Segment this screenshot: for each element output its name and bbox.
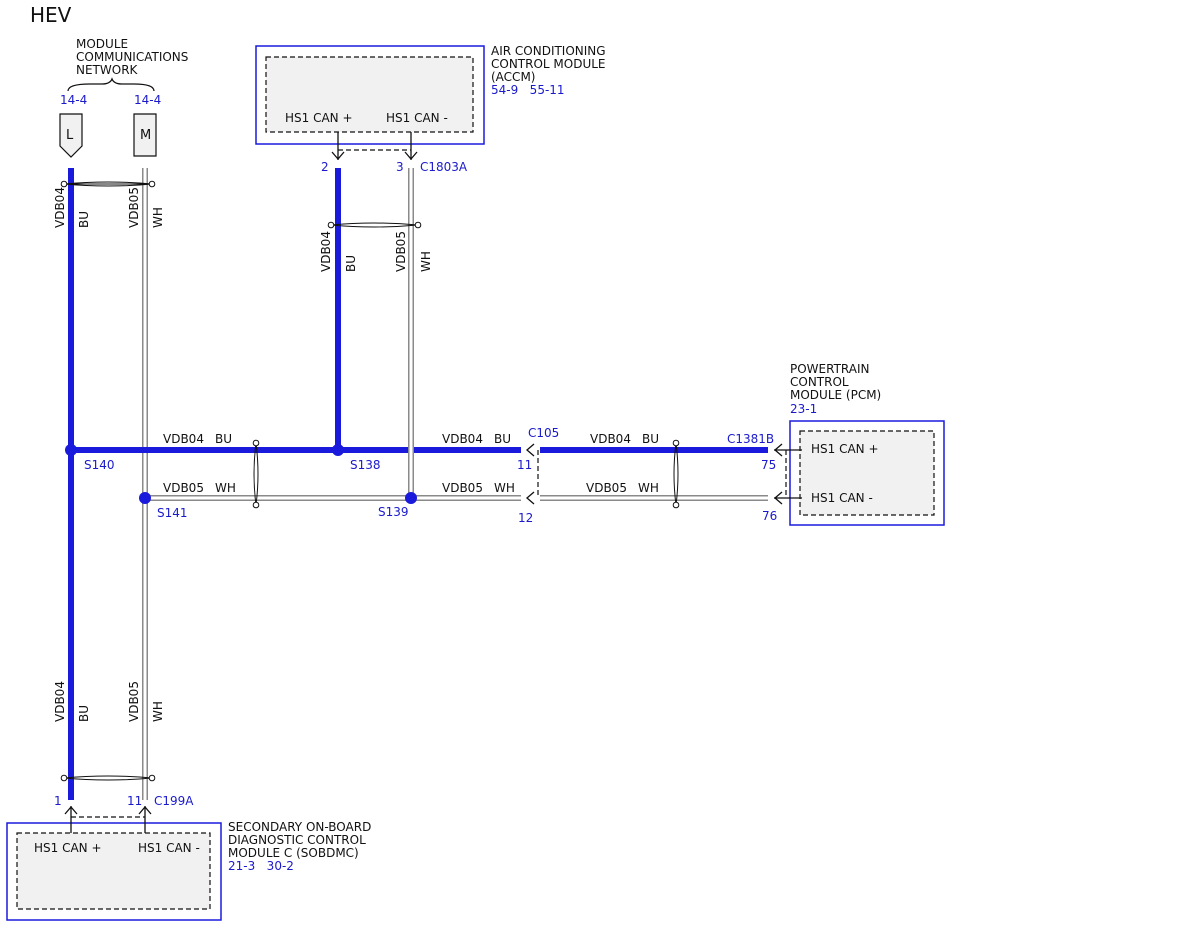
sobdmc-pin-plus-label: HS1 CAN + (34, 841, 102, 855)
label-h2-color-plus: BU (494, 432, 511, 446)
network-label-line-2: COMMUNICATIONS (76, 50, 188, 64)
splice-s141 (139, 492, 151, 504)
sobdmc-pin-minus-label: HS1 CAN - (138, 841, 200, 855)
network-brace (67, 77, 155, 92)
sobdmc-name-line-2: DIAGNOSTIC CONTROL (228, 833, 366, 847)
sobdmc-pin-plus-num: 1 (54, 794, 62, 808)
label-left-upper-circuit-minus: VDB05 (127, 187, 141, 228)
accm-name: AIR CONDITIONING CONTROL MODULE (ACCM) 5… (491, 44, 606, 97)
twist-marker-horizontal-1 (252, 439, 260, 509)
wire-labels-accm: VDB04 BU VDB05 WH (319, 231, 433, 272)
sobdmc-name-line-3: MODULE C (SOBDMC) (228, 846, 359, 860)
pcm-pin-plus-num: 75 (761, 458, 776, 472)
twist-marker-accm (327, 221, 422, 229)
label-left-upper-color-minus: WH (151, 207, 165, 228)
diagram-title: HEV (30, 3, 72, 27)
accm-pin-plus-num: 2 (321, 160, 329, 174)
splice-s139-label: S139 (378, 505, 409, 519)
label-h1-color-minus: WH (215, 481, 236, 495)
pcm-pin-minus-label: HS1 CAN - (811, 491, 873, 505)
accm-refs: 54-9 55-11 (491, 83, 565, 97)
network-label-line-1: MODULE (76, 37, 128, 51)
label-h1-circuit-plus: VDB04 (163, 432, 204, 446)
network-pin-l: L (59, 113, 83, 158)
label-accm-circuit-minus: VDB05 (394, 231, 408, 272)
accm-pin-plus-label: HS1 CAN + (285, 111, 353, 125)
label-h2-circuit-minus: VDB05 (442, 481, 483, 495)
accm-pin-minus-num: 3 (396, 160, 404, 174)
sobdmc-name-line-1: SECONDARY ON-BOARD (228, 820, 371, 834)
network-pin-m-label: M (140, 128, 151, 143)
pcm-ref: 23-1 (790, 402, 817, 416)
accm-name-line-3: (ACCM) (491, 70, 535, 84)
label-h2-circuit-plus: VDB04 (442, 432, 483, 446)
pcm-name-line-1: POWERTRAIN (790, 362, 870, 376)
label-left-upper-circuit-plus: VDB04 (53, 187, 67, 228)
label-left-upper-color-plus: BU (77, 211, 91, 228)
pcm-name-line-3: MODULE (PCM) (790, 388, 881, 402)
label-h1-color-plus: BU (215, 432, 232, 446)
label-left-lower-circuit-minus: VDB05 (127, 681, 141, 722)
wire-labels-left-upper: VDB04 BU VDB05 WH (53, 187, 165, 228)
splice-s140 (65, 444, 77, 456)
pcm-name: POWERTRAIN CONTROL MODULE (PCM) 23-1 (790, 362, 881, 416)
label-h1-circuit-minus: VDB05 (163, 481, 204, 495)
label-h3-color-plus: BU (642, 432, 659, 446)
accm-module: HS1 CAN + HS1 CAN - 2 3 C1803A (255, 45, 485, 174)
label-accm-color-plus: BU (344, 255, 358, 272)
pcm-module: HS1 CAN + HS1 CAN - C1381B 75 76 (727, 420, 945, 526)
twist-marker-network (60, 180, 156, 188)
splice-s140-label: S140 (84, 458, 115, 472)
splice-s138 (332, 444, 344, 456)
pcm-pin-plus-label: HS1 CAN + (811, 442, 879, 456)
label-h3-circuit-plus: VDB04 (590, 432, 631, 446)
accm-connector-label: C1803A (420, 160, 468, 174)
label-accm-circuit-plus: VDB04 (319, 231, 333, 272)
wire-labels-horizontal-2: VDB04 BU VDB05 WH (442, 432, 515, 495)
sobdmc-pin-minus-num: 11 (127, 794, 142, 808)
wire-labels-left-lower: VDB04 BU VDB05 WH (53, 681, 165, 722)
label-accm-color-minus: WH (419, 251, 433, 272)
inline-connector-c105: C105 11 12 (517, 426, 559, 525)
wire-labels-horizontal-1: VDB04 BU VDB05 WH (163, 432, 236, 495)
network-label-line-3: NETWORK (76, 63, 139, 77)
c105-pin-minus: 12 (518, 511, 533, 525)
network-pin-l-label: L (66, 128, 74, 143)
network-pin-m: M (133, 113, 157, 157)
pcm-name-line-2: CONTROL (790, 375, 849, 389)
accm-name-line-2: CONTROL MODULE (491, 57, 606, 71)
sobdmc-module: HS1 CAN + HS1 CAN - 1 11 C199A (6, 794, 222, 921)
c105-label: C105 (528, 426, 559, 440)
splice-s141-label: S141 (157, 506, 188, 520)
accm-pin-minus-label: HS1 CAN - (386, 111, 448, 125)
label-left-lower-color-minus: WH (151, 701, 165, 722)
sobdmc-name: SECONDARY ON-BOARD DIAGNOSTIC CONTROL MO… (228, 820, 371, 873)
sobdmc-connector-label: C199A (154, 794, 194, 808)
label-h3-color-minus: WH (638, 481, 659, 495)
network-ref-right: 14-4 (134, 93, 161, 107)
pcm-connector-label: C1381B (727, 432, 774, 446)
label-left-lower-color-plus: BU (77, 705, 91, 722)
label-left-lower-circuit-plus: VDB04 (53, 681, 67, 722)
label-h2-color-minus: WH (494, 481, 515, 495)
twist-marker-sobdmc (60, 774, 156, 782)
pcm-pin-minus-num: 76 (762, 509, 777, 523)
network-label: MODULE COMMUNICATIONS NETWORK 14-4 14-4 (60, 37, 188, 107)
label-h3-circuit-minus: VDB05 (586, 481, 627, 495)
wire-labels-horizontal-3: VDB04 BU VDB05 WH (586, 432, 659, 495)
sobdmc-refs: 21-3 30-2 (228, 859, 294, 873)
c105-pin-plus: 11 (517, 458, 532, 472)
splice-s138-label: S138 (350, 458, 381, 472)
network-ref-left: 14-4 (60, 93, 87, 107)
splice-s139 (405, 492, 417, 504)
twist-marker-horizontal-2 (672, 439, 680, 509)
accm-name-line-1: AIR CONDITIONING (491, 44, 606, 58)
